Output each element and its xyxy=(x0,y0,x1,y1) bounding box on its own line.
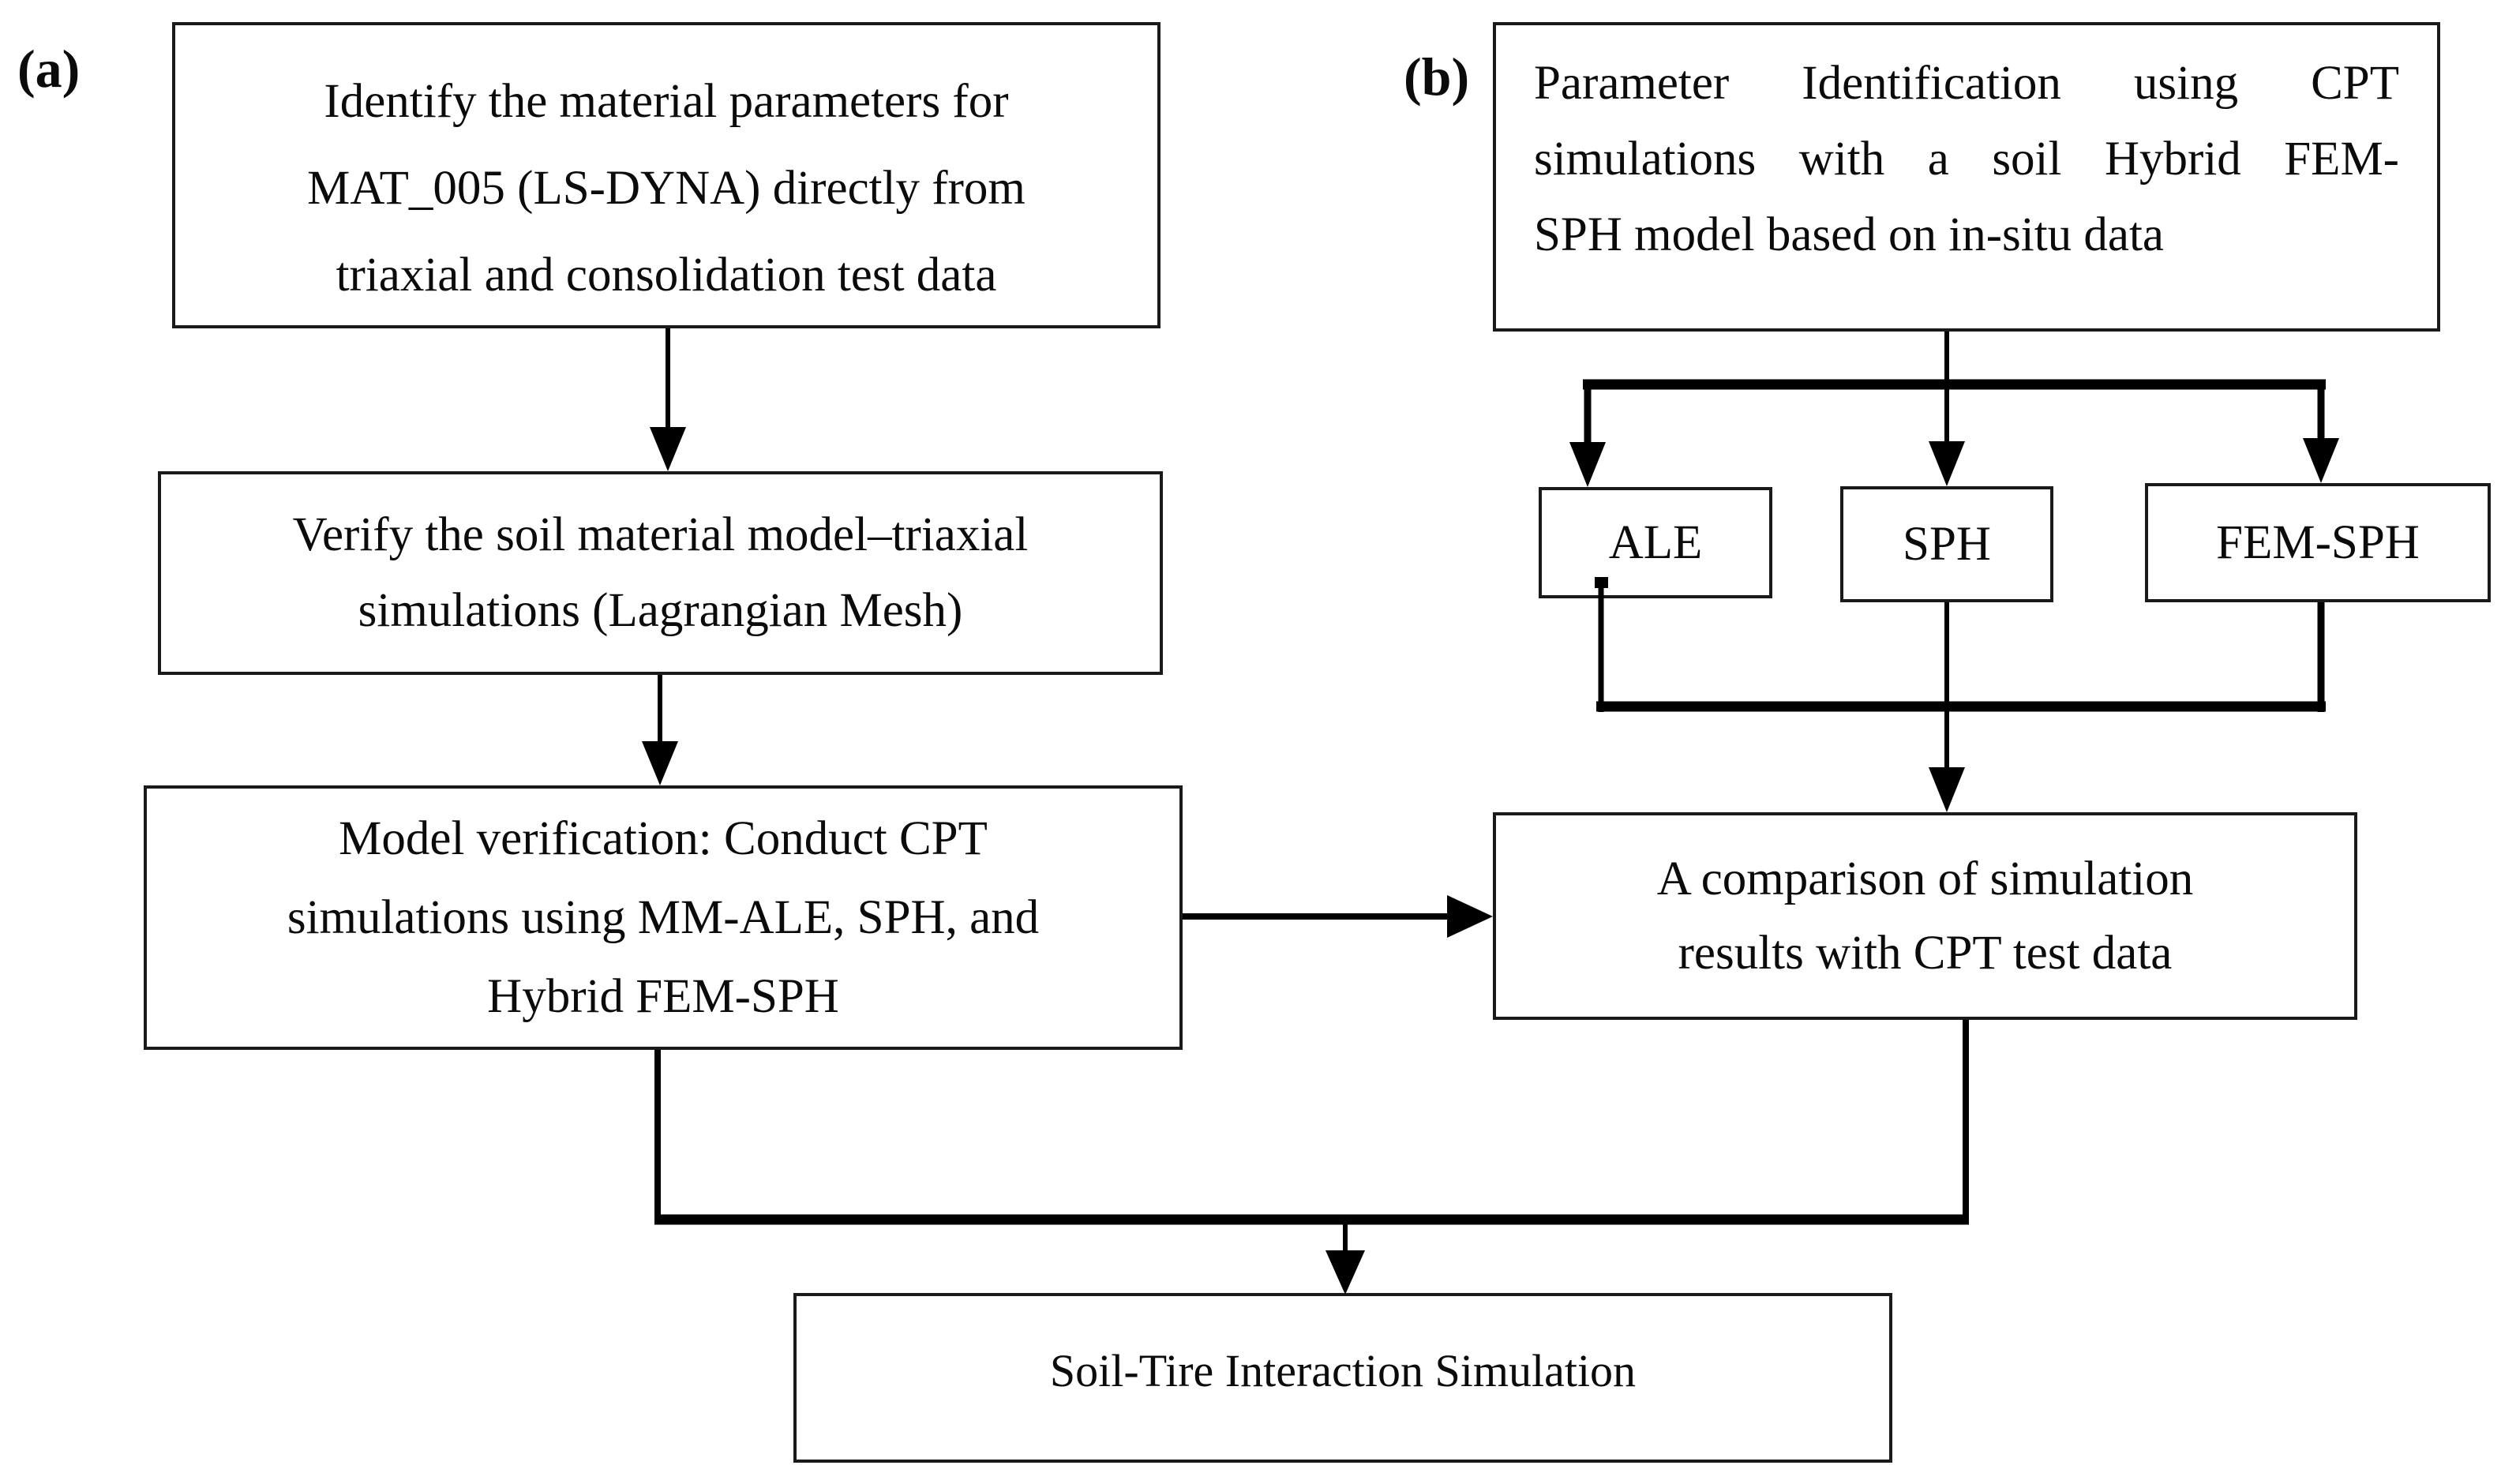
arrow-merge-to-soil-tire xyxy=(1325,1220,1365,1295)
box-text-line: SPH xyxy=(1903,517,1991,571)
arrow-model-verification-to-comparison xyxy=(1183,895,1493,938)
box-text-line: MAT_005 (LS-DYNA) directly from xyxy=(307,162,1026,215)
box-text-line: Verify the soil material model–triaxial xyxy=(292,508,1029,561)
arrow-identify-to-verify xyxy=(650,328,686,471)
box-soil-tire-interaction-simulation: Soil-Tire Interaction Simulation xyxy=(793,1293,1892,1463)
box-text-line: ALE xyxy=(1608,515,1703,569)
box-text-line: FEM-SPH xyxy=(2216,515,2420,569)
box-text-line: simulations using MM-ALE, SPH, and xyxy=(287,890,1040,944)
arrow-branch-to-fem-sph xyxy=(2303,380,2339,483)
box-text-line: Hybrid FEM-SPH xyxy=(487,969,839,1023)
box-text-line: Identify the material parameters for xyxy=(324,75,1009,128)
arrow-branch-to-sph xyxy=(1929,380,1965,486)
panel-label-b: (b) xyxy=(1404,47,1470,107)
panel-label-a: (a) xyxy=(17,39,81,99)
box-fem-sph: FEM-SPH xyxy=(2145,483,2491,602)
box-model-verification-cpt: Model verification: Conduct CPT simulatio… xyxy=(144,785,1183,1050)
box-text-line: Parameter Identification using CPT xyxy=(1534,57,2399,110)
box-verify-soil-material-model: Verify the soil material model–triaxial s… xyxy=(158,471,1163,675)
box-text-line: A comparison of simulation xyxy=(1656,852,2194,905)
box-text-line: Soil-Tire Interaction Simulation xyxy=(1049,1344,1637,1396)
arrow-verify-to-model-verification xyxy=(642,675,678,785)
connector-paramid-stem xyxy=(1583,332,2326,390)
arrow-branch-to-ale xyxy=(1569,380,1606,487)
box-comparison-simulation-results: A comparison of simulation results with C… xyxy=(1493,812,2357,1020)
box-text-line: results with CPT test data xyxy=(1678,926,2173,980)
box-text-line: Model verification: Conduct CPT xyxy=(339,811,988,865)
arrow-merge-to-comparison xyxy=(1929,706,1965,812)
box-parameter-identification: Parameter Identification using CPT simula… xyxy=(1493,22,2440,332)
box-text-line: SPH model based on in-situ data xyxy=(1534,208,2165,261)
box-sph: SPH xyxy=(1840,486,2053,602)
box-text-line: simulations (Lagrangian Mesh) xyxy=(358,584,963,637)
box-ale: ALE xyxy=(1539,487,1772,598)
box-text-line: triaxial and consolidation test data xyxy=(336,249,997,302)
box-text-line: simulations with a soil Hybrid FEM- xyxy=(1534,133,2399,186)
